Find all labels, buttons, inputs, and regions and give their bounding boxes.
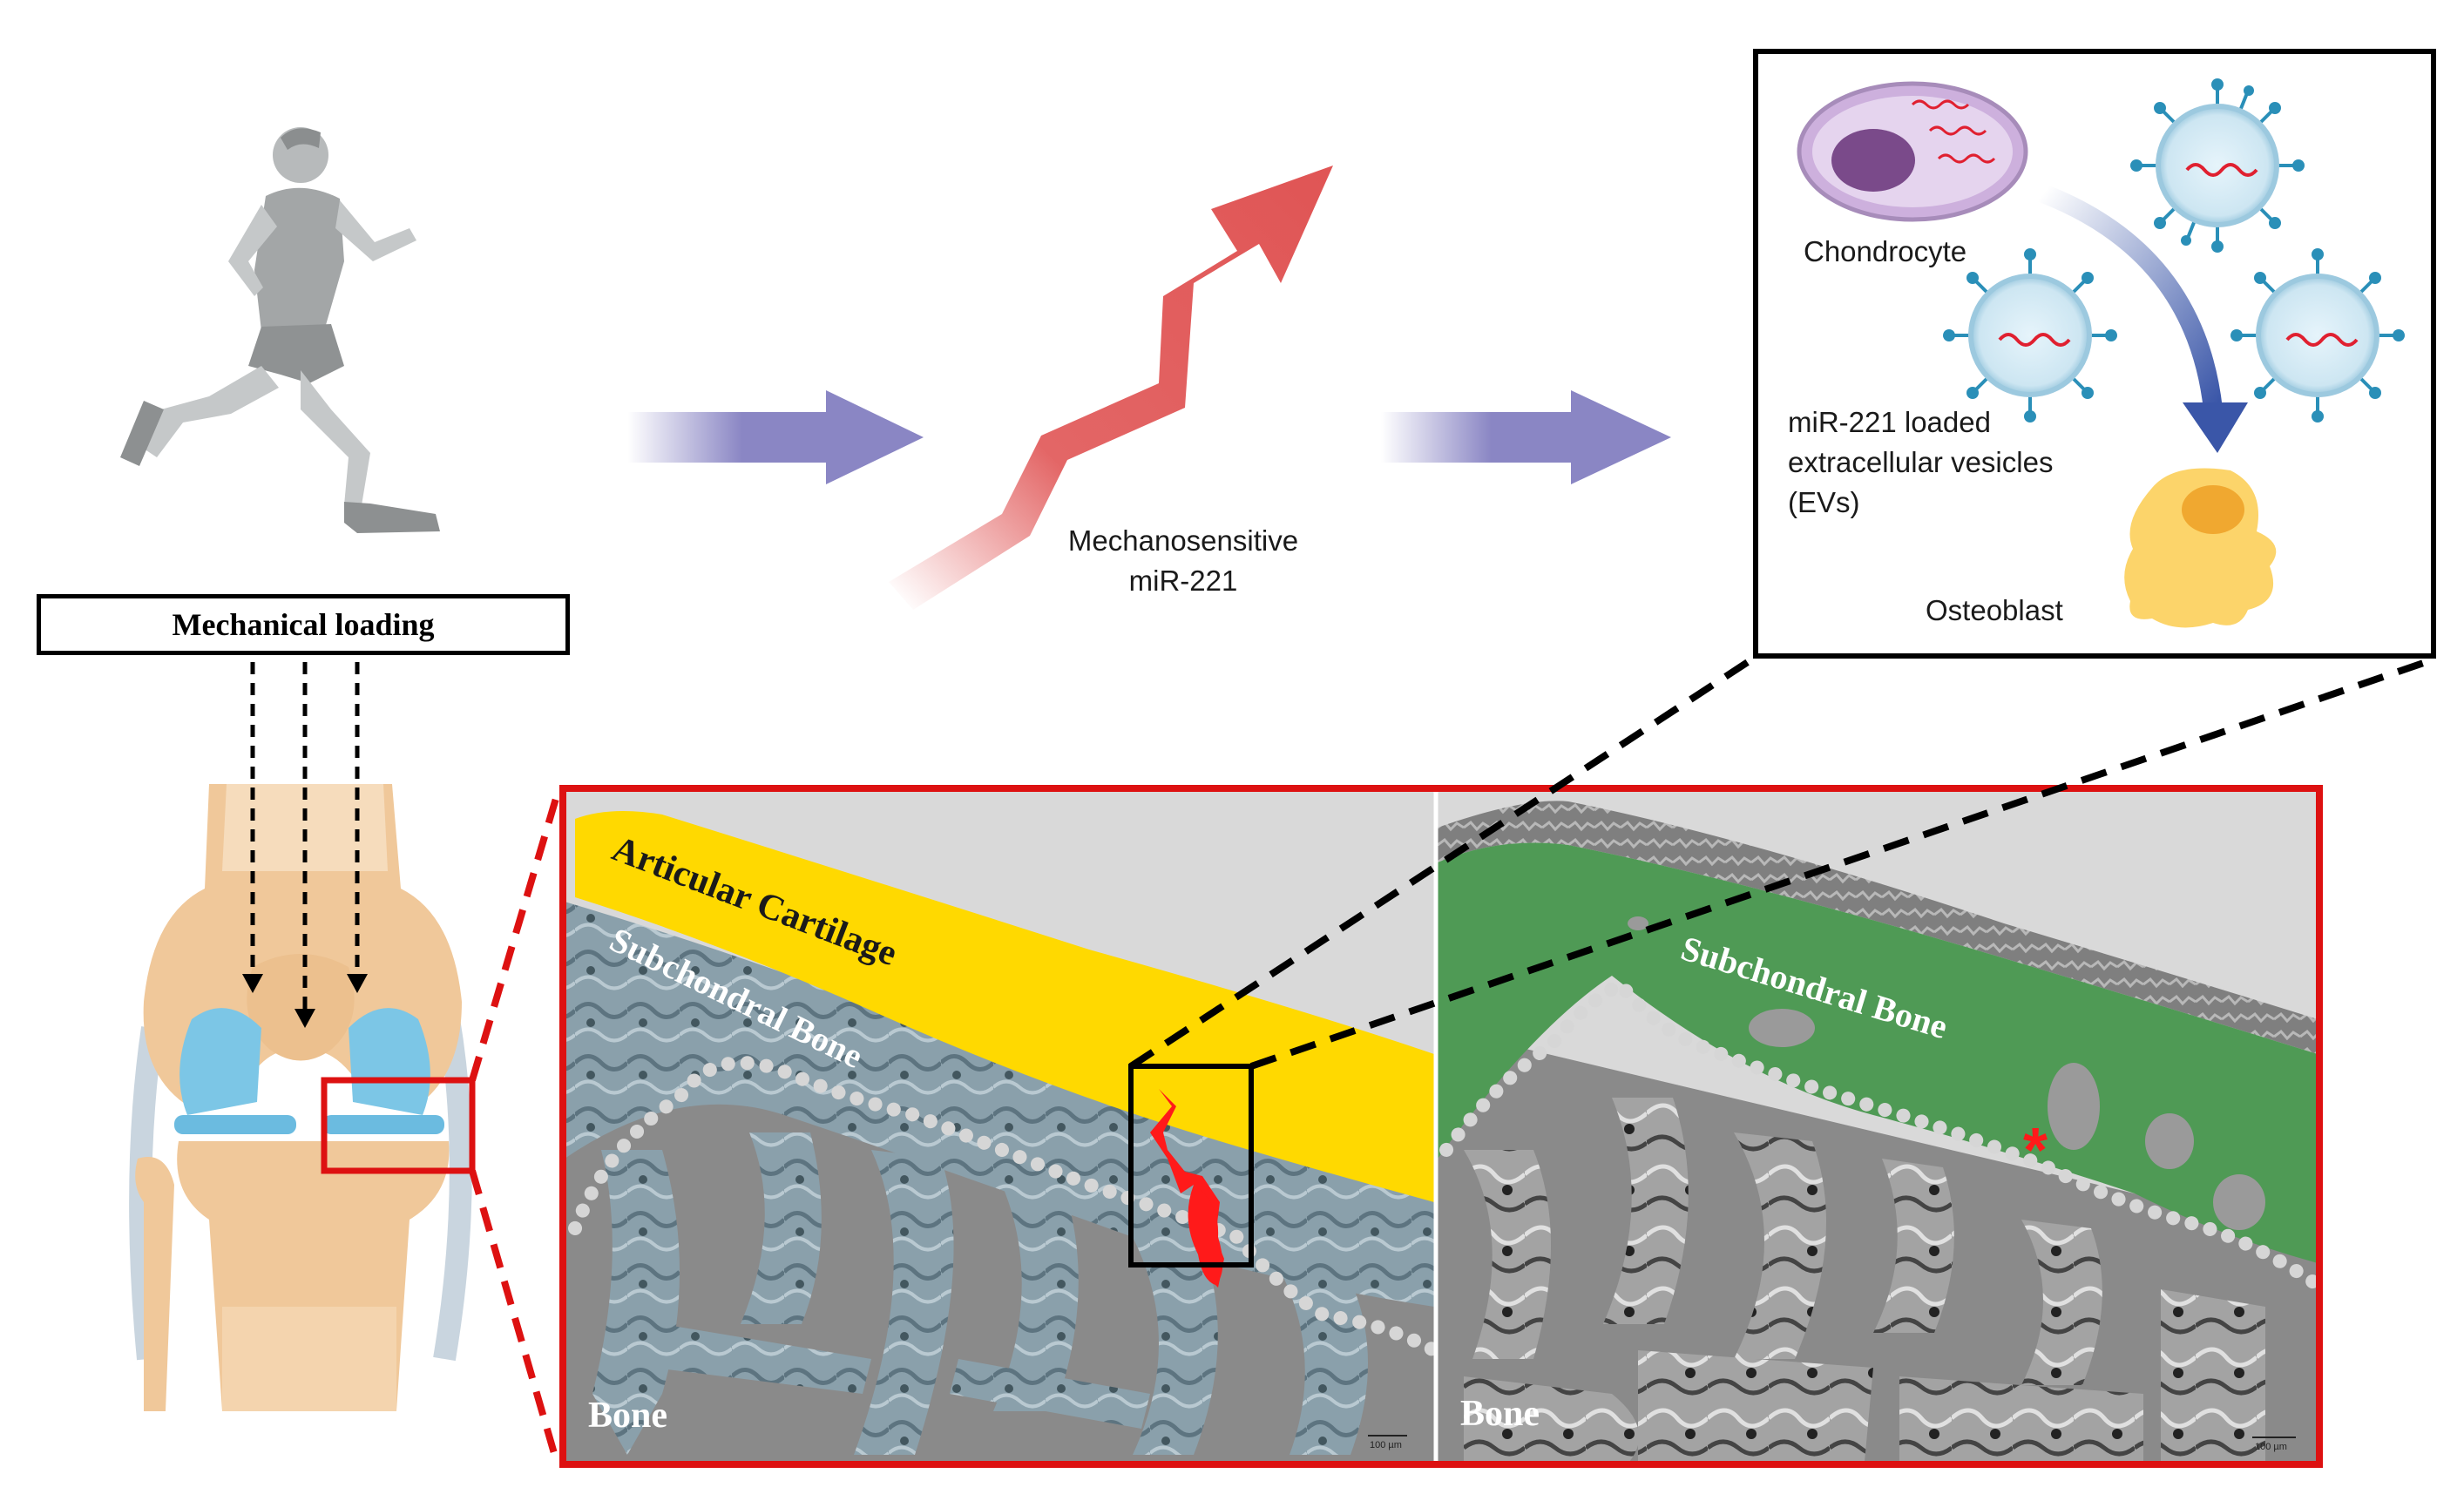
- scale-bar-left-label: 100 µm: [1370, 1440, 1402, 1450]
- evs-label: miR-221 loaded extracellular vesicles (E…: [1788, 402, 2053, 523]
- asterisk-marker: *: [2023, 1116, 2048, 1186]
- label-bone-right: Bone: [1460, 1394, 1540, 1434]
- mechanical-loading-box: Mechanical loading: [37, 594, 570, 655]
- mechanosensitive-label: Mechanosensitive miR-221: [1053, 521, 1314, 601]
- label-bone-left: Bone: [588, 1396, 667, 1436]
- evs-line2: extracellular vesicles: [1788, 446, 2054, 478]
- evs-line3: (EVs): [1788, 486, 1860, 518]
- microct-frame: [559, 785, 2323, 1468]
- mechanosensitive-line1: Mechanosensitive: [1067, 524, 1299, 557]
- zoom-dash-lower: [469, 1169, 561, 1467]
- scale-bar-right-label: 100 µm: [2255, 1442, 2287, 1452]
- flow-arrow-2: [1381, 390, 1671, 484]
- load-arrows: [250, 662, 360, 1011]
- vesicle-middle: [1943, 248, 2117, 423]
- knee-joint-illustration: [129, 784, 472, 1411]
- vesicle-top: [2130, 78, 2305, 253]
- right-microct-panel: [1438, 791, 2325, 1462]
- osteoblast-cell: [2124, 468, 2277, 628]
- knee-zoom-frame: [321, 1077, 476, 1174]
- zoom-dash-upper: [469, 791, 561, 1082]
- evs-line1: miR-221 loaded: [1788, 406, 1991, 438]
- load-arrowheads: [242, 974, 368, 1028]
- left-microct-panel: [565, 791, 1441, 1462]
- mechanical-loading-label: Mechanical loading: [172, 607, 435, 642]
- osteoblast-label: Osteoblast: [1926, 594, 2063, 626]
- mechanosensitive-line2: miR-221: [1128, 564, 1238, 597]
- chondrocyte-cell: [1797, 81, 2028, 222]
- runner-figure: [120, 127, 440, 533]
- vesicle-right: [2230, 248, 2405, 423]
- transfer-arrowhead: [2183, 402, 2248, 453]
- chondrocyte-label: Chondrocyte: [1804, 235, 1967, 267]
- crack-focus-box: [1128, 1064, 1254, 1268]
- flow-arrow-1: [627, 390, 924, 484]
- trend-up-arrow: [889, 166, 1333, 610]
- transfer-curved-arrow: [2034, 184, 2223, 419]
